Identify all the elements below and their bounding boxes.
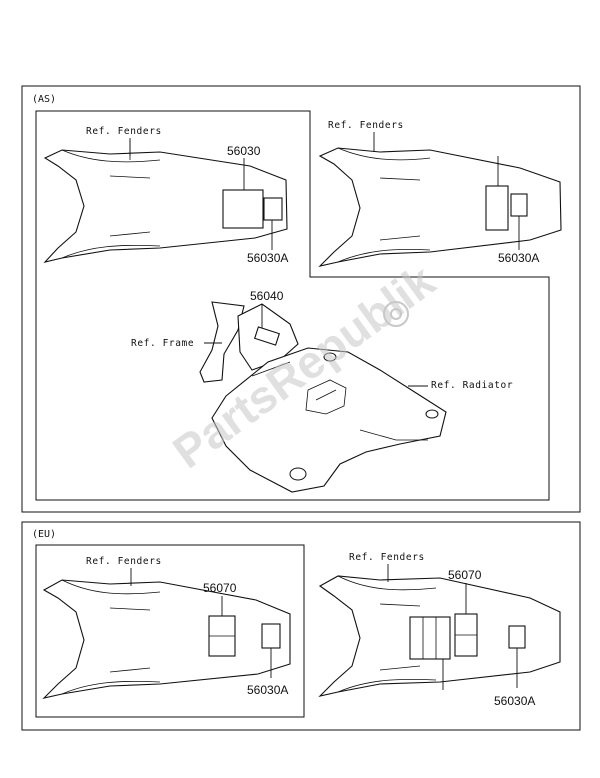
eu-panel-a-frame <box>35 544 305 718</box>
as-a-part-56030-label: 56030 <box>227 144 261 158</box>
eu-b-part-56030a-label: 56030A <box>494 694 535 708</box>
section-as-frame <box>21 85 581 513</box>
section-eu-frame <box>21 521 581 731</box>
as-a-decal-56030 <box>222 189 264 229</box>
section-eu-tag: (EU) <box>32 529 56 540</box>
eu-a-part-56030a-label: 56030A <box>247 683 288 697</box>
as-c-part-56040-label: 56040 <box>250 289 284 303</box>
section-as-inner-frame <box>35 110 550 501</box>
eu-b-decal-56030a <box>508 625 526 649</box>
as-c-ref-frame-label: Ref. Frame <box>131 338 194 349</box>
eu-a-decal-56030a <box>261 623 281 649</box>
eu-b-decal-large <box>409 616 451 660</box>
eu-b-ref-fenders-label: Ref. Fenders <box>349 552 425 563</box>
as-b-part-56030a-label: 56030A <box>498 251 539 265</box>
eu-fender-a <box>42 579 291 699</box>
eu-a-ref-fenders-label: Ref. Fenders <box>86 556 162 567</box>
eu-b-part-56070-label: 56070 <box>448 568 482 582</box>
as-a-part-56030a-label: 56030A <box>247 251 288 265</box>
as-fender-b <box>318 147 562 267</box>
as-a-ref-fenders-label: Ref. Fenders <box>86 126 162 137</box>
eu-a-part-56070-label: 56070 <box>203 581 237 595</box>
as-fender-a <box>43 140 288 263</box>
as-a-decal-56030a <box>263 197 283 221</box>
as-b-decal-large <box>485 185 509 231</box>
as-b-decal-56030a <box>510 193 528 217</box>
as-c-ref-radiator-label: Ref. Radiator <box>431 380 513 391</box>
as-c-decal-56040 <box>253 326 281 346</box>
section-as-tag: (AS) <box>32 94 56 105</box>
as-b-ref-fenders-label: Ref. Fenders <box>328 120 404 131</box>
